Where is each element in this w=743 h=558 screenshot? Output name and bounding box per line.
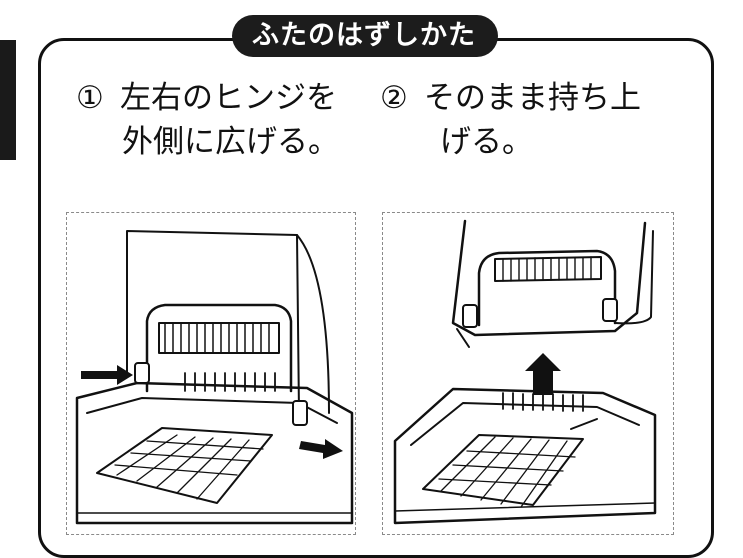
illustration-lift-lid — [382, 212, 674, 535]
step-text-line-1: 左右のヒンジを — [120, 80, 337, 116]
section-title: ふたのはずしかた — [232, 15, 498, 57]
arrow-icon — [81, 365, 133, 385]
step-text-line-2: 外側に広げる。 — [122, 124, 339, 160]
page-edge-mark — [0, 40, 16, 160]
step-text-line-2: げる。 — [440, 124, 533, 160]
step-number: ① — [76, 80, 104, 116]
step-number: ② — [380, 80, 408, 116]
illustration-spread-hinges — [66, 212, 356, 535]
arrow-icon — [299, 439, 343, 459]
step-text-line-1: そのまま持ち上 — [424, 80, 641, 116]
up-arrow-icon — [525, 353, 561, 395]
